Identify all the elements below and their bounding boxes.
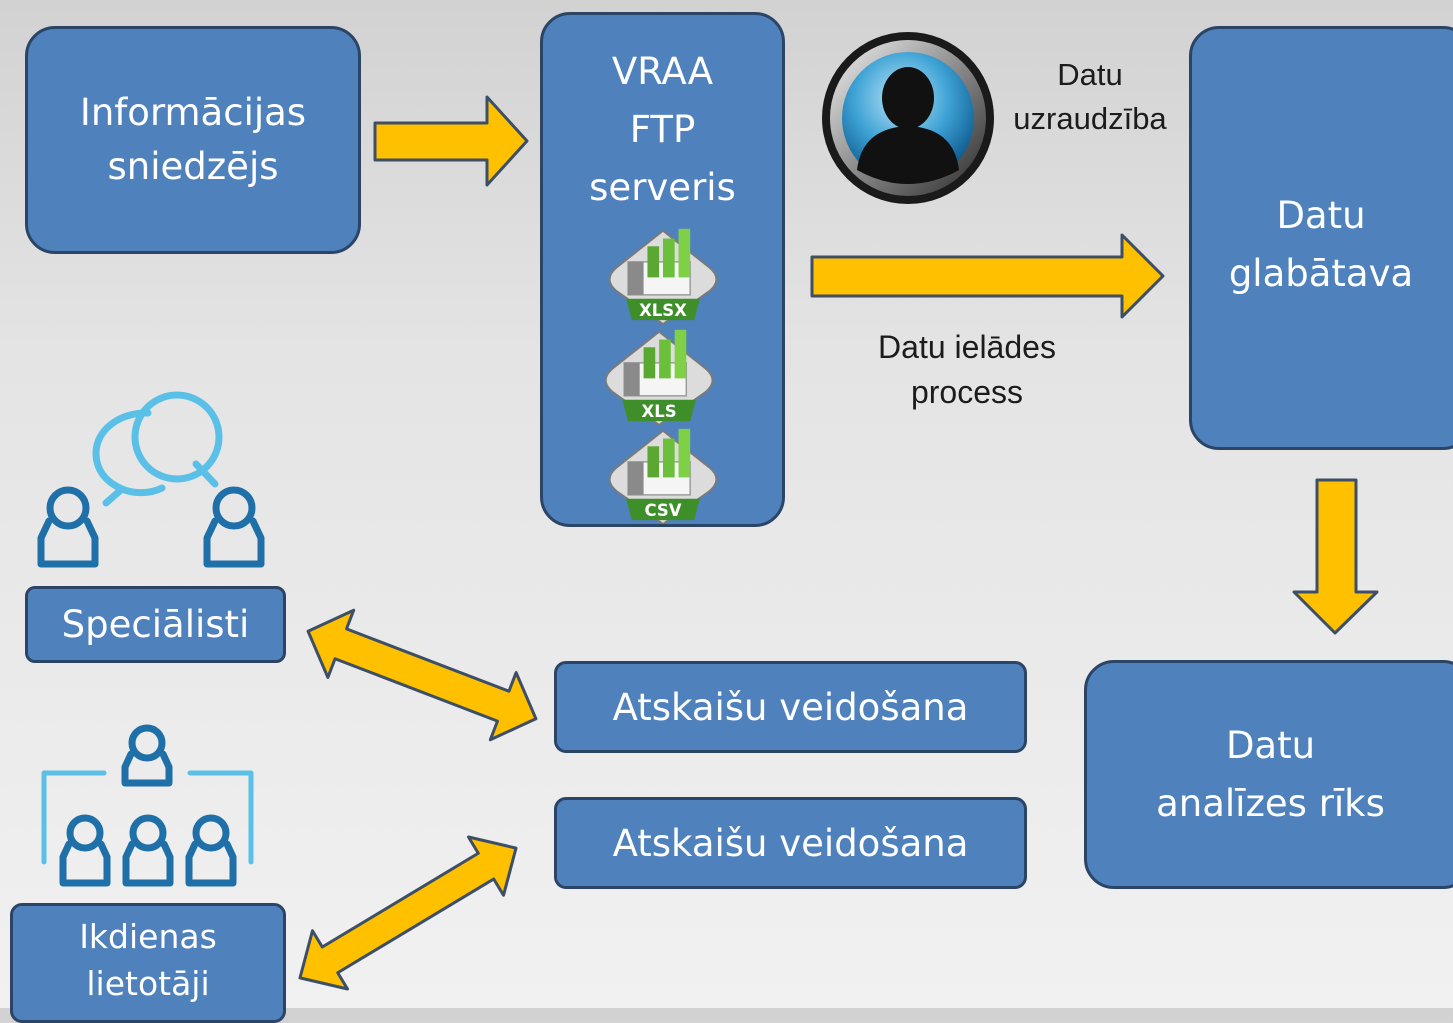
- data-storage-box: Datu glabātava: [1189, 26, 1453, 450]
- discussion-people-icon: [37, 391, 265, 568]
- analysis-label-line1: Datu: [1225, 723, 1316, 767]
- storage-label-line2: glabātava: [1228, 252, 1414, 295]
- report-label-2: Atskaišu veidošana: [612, 821, 969, 865]
- daily-users-box: Ikdienas lietotāji: [10, 903, 286, 1023]
- supervision-label: Datu uzraudzība: [990, 53, 1190, 141]
- supervision-line2: uzraudzība: [1013, 101, 1167, 136]
- supervision-line1: Datu: [1057, 57, 1123, 92]
- daily-users-label-line1: Ikdienas: [79, 917, 217, 956]
- file-type-xlsx: XLSX: [639, 301, 687, 320]
- data-analysis-tool-box: Datu analīzes rīks: [1084, 660, 1453, 889]
- load-process-line2: process: [910, 374, 1024, 410]
- spreadsheet-file-icon: XLSX: [608, 228, 717, 326]
- report-box-2: Atskaišu veidošana: [554, 797, 1027, 889]
- provider-label-line2: sniedzējs: [107, 145, 279, 188]
- analysis-label-line2: analīzes rīks: [1156, 781, 1385, 825]
- load-process-label: Datu ielādes process: [842, 325, 1092, 415]
- load-process-line1: Datu ielādes: [878, 329, 1056, 365]
- person-avatar-icon: [822, 32, 994, 204]
- file-icons: XLSX XLS CSV: [604, 228, 717, 524]
- specialists-box: Speciālisti: [25, 586, 286, 663]
- arrow-provider-to-ftp: [373, 95, 529, 187]
- arrow-specialists-report: [306, 608, 538, 742]
- provider-label-line1: Informācijas: [79, 91, 307, 134]
- ftp-server-box: VRAA FTP serveris XLSX XLS: [540, 12, 785, 527]
- spreadsheet-file-icon: CSV: [608, 428, 717, 524]
- arrow-ftp-to-storage: [810, 233, 1165, 319]
- ftp-label-line2: FTP: [629, 108, 696, 151]
- storage-label-line1: Datu: [1276, 194, 1366, 237]
- arrow-users-report: [298, 835, 518, 991]
- report-label-1: Atskaišu veidošana: [612, 685, 969, 729]
- spreadsheet-file-icon: XLS: [604, 329, 713, 427]
- user-hierarchy-icon: [41, 724, 254, 887]
- report-box-1: Atskaišu veidošana: [554, 661, 1027, 753]
- daily-users-label-line2: lietotāji: [86, 964, 210, 1003]
- ftp-label-line1: VRAA: [611, 50, 714, 93]
- ftp-label-line3: serveris: [589, 166, 736, 209]
- file-type-xls: XLS: [641, 402, 676, 421]
- information-provider-box: Informācijas sniedzējs: [25, 26, 361, 254]
- file-type-csv: CSV: [644, 501, 681, 520]
- specialists-label: Speciālisti: [61, 603, 250, 646]
- arrow-storage-to-analysis: [1292, 478, 1379, 635]
